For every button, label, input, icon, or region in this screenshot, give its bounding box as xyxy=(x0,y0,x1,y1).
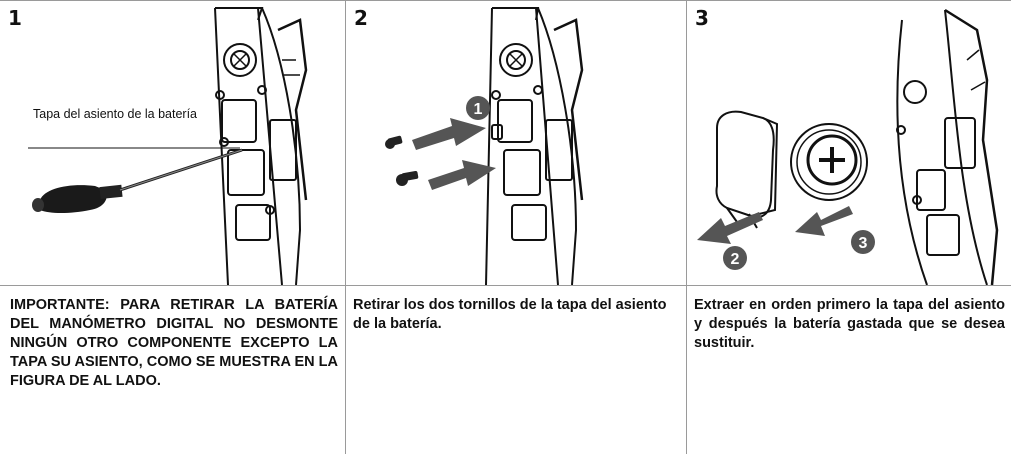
coin-battery-drawing xyxy=(790,123,868,201)
step-1-caption: IMPORTANTE: PARA RETIRAR LA BATERÍA DEL … xyxy=(10,296,338,391)
important-prefix: IMPORTANTE: xyxy=(10,297,110,313)
step-1-illustration xyxy=(28,7,308,285)
step-1-caption-text: PARA RETIRAR LA BATERÍA DEL MANÓMETRO DI… xyxy=(10,297,338,389)
column-divider-2 xyxy=(686,0,687,454)
gauge-device-drawing xyxy=(896,8,999,285)
step-2-number: 2 xyxy=(354,6,368,30)
table-top-rule xyxy=(0,0,1011,1)
callout-2-badge xyxy=(723,246,747,270)
step-2-illustration: 1 xyxy=(385,7,584,285)
table-middle-rule xyxy=(0,285,1011,286)
screws-drawing xyxy=(385,135,419,186)
screwdriver-drawing xyxy=(32,148,243,213)
step-3-caption: Extraer en orden primero la tapa del asi… xyxy=(694,297,1005,351)
callout-3-number: 3 xyxy=(859,235,868,252)
removal-arrows xyxy=(412,118,496,190)
battery-cover-label: Tapa del asiento de la batería xyxy=(33,107,198,121)
column-divider-1 xyxy=(345,0,346,454)
extraction-arrows xyxy=(697,206,853,244)
step-3-illustration: 2 3 xyxy=(697,8,999,285)
step-3-number: 3 xyxy=(695,6,709,30)
callout-1-number: 1 xyxy=(474,101,483,118)
battery-cover-drawing xyxy=(715,110,779,229)
callout-2-number: 2 xyxy=(731,251,740,268)
step-1-number: 1 xyxy=(8,6,22,30)
gauge-device-drawing xyxy=(214,7,308,285)
callout-1-badge xyxy=(466,96,490,120)
callout-3-badge xyxy=(851,230,875,254)
step-2-caption: Retirar los dos tornillos de la tapa del… xyxy=(353,297,667,332)
gauge-device-drawing xyxy=(485,7,584,285)
